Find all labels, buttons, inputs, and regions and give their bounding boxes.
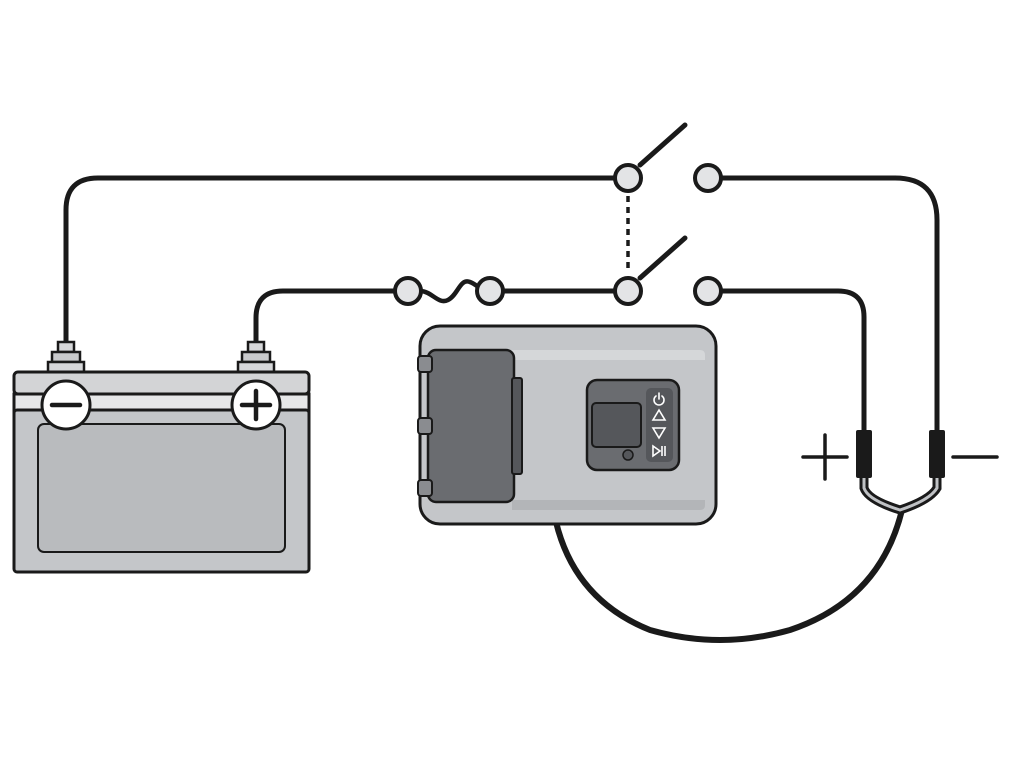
wire-positive-to-fuse <box>253 288 398 348</box>
play-pause-icon[interactable] <box>652 444 666 458</box>
battery-post-positive <box>236 340 276 374</box>
fuse-terminal-left <box>393 276 423 306</box>
wire-negative-to-switch <box>63 175 618 348</box>
battery-post-negative <box>46 340 86 374</box>
output-leads <box>856 430 945 478</box>
fuse-terminal-right <box>475 276 505 306</box>
charger <box>417 324 718 526</box>
triangle-up-icon[interactable] <box>651 408 667 421</box>
positive-lead-sleeve <box>856 430 872 478</box>
switch-lever-bottom <box>637 235 688 281</box>
charger-status-led <box>622 449 634 461</box>
charger-cable <box>553 507 905 643</box>
triangle-down-icon[interactable] <box>651 427 667 440</box>
negative-lead-sleeve <box>929 430 945 478</box>
wire-switch-top-out <box>719 175 940 433</box>
switch-contact-top-left <box>613 163 643 193</box>
power-icon[interactable] <box>653 392 665 406</box>
battery-label-panel <box>37 423 286 553</box>
battery <box>12 340 311 574</box>
battery-positive-symbol <box>230 379 282 431</box>
charger-display <box>591 402 642 448</box>
wires <box>63 175 940 643</box>
switch-contact-bottom-left <box>613 276 643 306</box>
switch-contact-top-right <box>693 163 723 193</box>
switch-contact-bottom-right <box>693 276 723 306</box>
dpst-switch[interactable] <box>613 122 723 306</box>
wire-switch-bottom-out <box>719 288 867 433</box>
y-junction <box>859 473 942 515</box>
switch-lever-top <box>637 122 688 168</box>
output-plus-icon <box>801 433 849 481</box>
charger-mounting-bracket <box>426 348 516 504</box>
battery-negative-symbol <box>40 379 92 431</box>
fuse <box>393 276 505 306</box>
